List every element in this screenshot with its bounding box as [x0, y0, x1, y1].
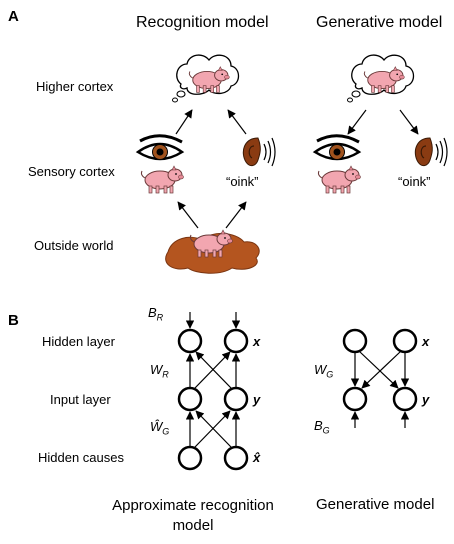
label-x-hat-left: x̂ — [253, 450, 261, 465]
label-w-g-hat: ŴG — [150, 419, 170, 437]
pig-icon — [140, 165, 184, 194]
label-x-left: x — [253, 334, 261, 349]
edge-wg-4 — [361, 351, 401, 389]
caption-generative-model: Generative model — [316, 496, 435, 513]
ear-icon — [242, 137, 276, 167]
arrow-cortex-to-ear — [399, 109, 419, 135]
arrow-eye-to-cortex — [175, 109, 193, 135]
node-input-right-1 — [342, 386, 368, 412]
caption-approx-recognition: Approximate recognition model — [112, 497, 274, 534]
label-b-r: BR — [148, 305, 164, 323]
row-label-higher-cortex: Higher cortex — [36, 79, 114, 94]
arrow-world-to-ear — [225, 201, 247, 229]
edge-wg-3 — [359, 351, 399, 389]
label-b-g: BG — [314, 418, 330, 436]
edge-wr-3 — [194, 351, 231, 389]
eye-icon — [313, 134, 361, 161]
panel-a-letter: A — [8, 8, 19, 25]
arrow-cortex-to-eye — [347, 109, 367, 135]
node-hidden-left-2 — [223, 328, 249, 354]
node-hidden-left-1 — [177, 328, 203, 354]
label-x-right: x — [422, 334, 430, 349]
edge-wr-4 — [195, 351, 232, 389]
node-hidden-right-2 — [392, 328, 418, 354]
edge-wg-hat-4 — [195, 410, 232, 448]
arrow-world-to-eye — [177, 201, 199, 229]
node-hidden-right-1 — [342, 328, 368, 354]
pig-icon — [317, 165, 361, 194]
row-label-sensory-cortex: Sensory cortex — [28, 164, 115, 179]
label-w-r: WR — [150, 362, 169, 380]
row-label-input-layer: Input layer — [50, 392, 111, 407]
label-w-g: WG — [314, 362, 334, 380]
oink-label-right: “oink” — [398, 174, 431, 189]
arrow-ear-to-cortex — [227, 109, 247, 135]
eye-icon — [136, 134, 184, 161]
row-label-hidden-causes: Hidden causes — [38, 450, 124, 465]
generative-model-title-a: Generative model — [316, 14, 443, 31]
node-input-left-1 — [177, 386, 203, 412]
ear-icon — [414, 137, 448, 167]
row-label-hidden-layer: Hidden layer — [42, 334, 115, 349]
label-y-left: y — [253, 392, 261, 407]
panel-b-letter: B — [8, 312, 19, 329]
edge-wg-hat-3 — [194, 410, 231, 448]
node-cause-left-1 — [177, 445, 203, 471]
node-input-right-2 — [392, 386, 418, 412]
oink-label-left: “oink” — [226, 174, 259, 189]
node-cause-left-2 — [223, 445, 249, 471]
node-input-left-2 — [223, 386, 249, 412]
row-label-outside-world: Outside world — [34, 238, 114, 253]
label-y-right: y — [422, 392, 430, 407]
recognition-model-title: Recognition model — [136, 14, 269, 31]
